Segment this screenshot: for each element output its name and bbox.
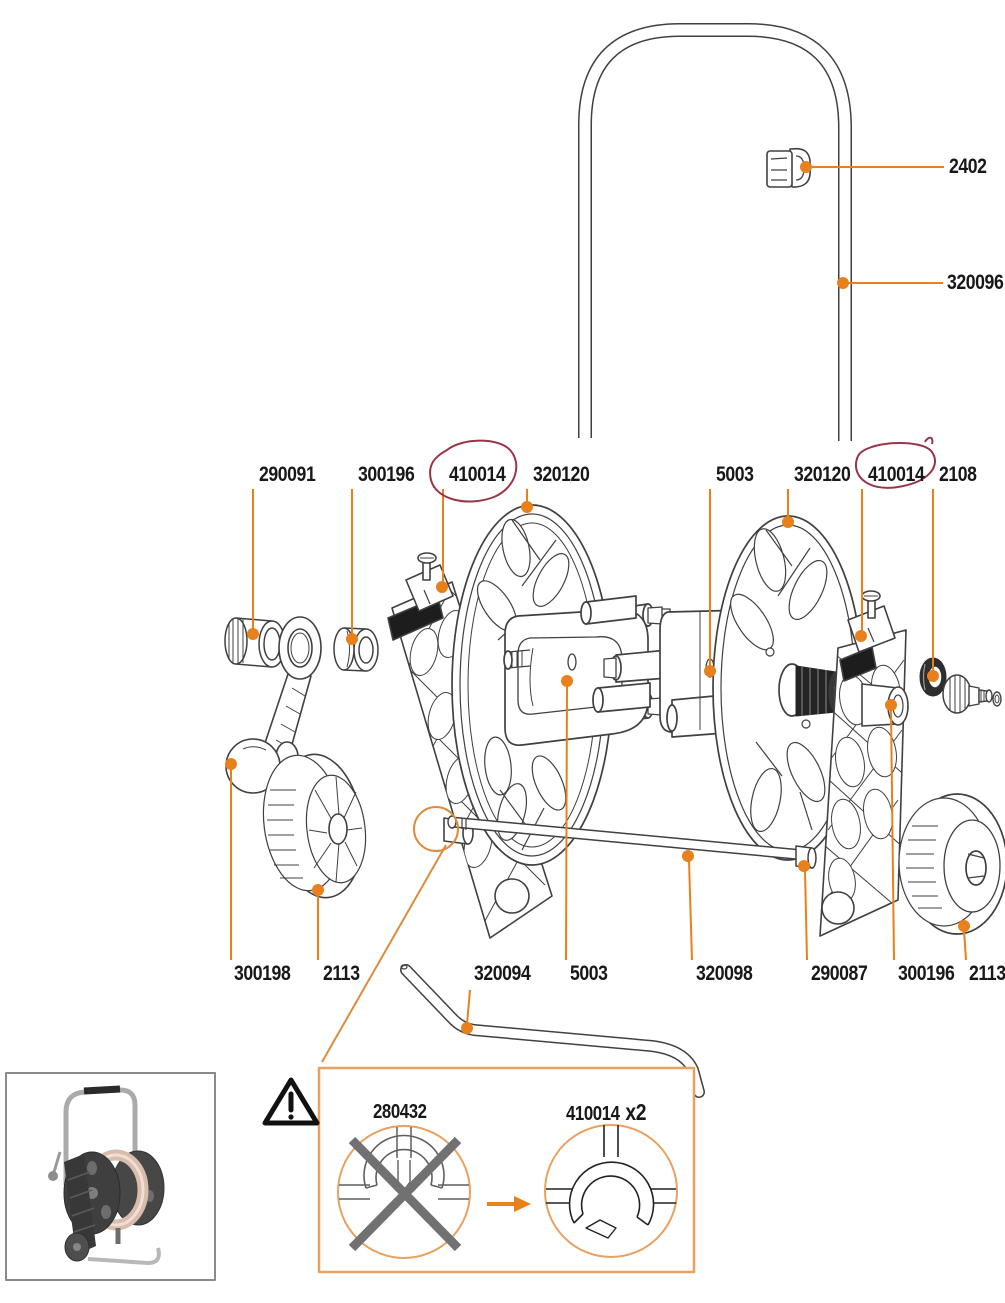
part-label-2113-left: 2113 bbox=[323, 962, 360, 985]
arrow-right-icon bbox=[487, 1196, 531, 1212]
crank-handle-300198 bbox=[225, 616, 322, 794]
callout-dots bbox=[225, 161, 970, 1034]
knurled-knob bbox=[942, 674, 972, 714]
part-label-2108: 2108 bbox=[939, 463, 977, 486]
clip-2402 bbox=[766, 147, 811, 188]
part-label-290091: 290091 bbox=[259, 463, 316, 486]
part-label-2402: 2402 bbox=[949, 155, 987, 178]
part-label-410014-right: 410014 bbox=[868, 463, 925, 486]
red-circle-left bbox=[429, 439, 518, 503]
part-label-2113-right: 2113 bbox=[969, 962, 1005, 985]
red-circle-right bbox=[855, 436, 937, 489]
cross-out-icon bbox=[348, 1136, 462, 1252]
product-inset bbox=[5, 1072, 216, 1281]
part-label-5003-top: 5003 bbox=[716, 463, 754, 486]
hose-adapter bbox=[968, 685, 1002, 707]
right-reel-disc-320120 bbox=[712, 515, 864, 861]
lower-handle-320094 bbox=[400, 964, 705, 1098]
part-label-300196-right: 300196 bbox=[898, 962, 955, 985]
drum-half-left-5003 bbox=[503, 595, 671, 747]
part-label-320096: 320096 bbox=[947, 271, 1004, 294]
part-label-410014-left: 410014 bbox=[449, 463, 506, 486]
product-photo-illustration bbox=[48, 1085, 165, 1265]
warning-triangle-icon bbox=[262, 1077, 320, 1126]
bushing-300196-left bbox=[333, 627, 379, 672]
detail-wrong-part-label: 280432 bbox=[373, 1101, 427, 1123]
part-label-5003-bottom: 5003 bbox=[570, 962, 608, 985]
right-wheel-2113 bbox=[898, 793, 1005, 935]
part-label-320094: 320094 bbox=[474, 962, 531, 985]
wrong-assembly-circle bbox=[337, 1125, 471, 1259]
hand-drawn-circles bbox=[429, 436, 937, 503]
correct-assembly-circle bbox=[544, 1124, 678, 1258]
part-label-320098: 320098 bbox=[696, 962, 753, 985]
quantity-badge: x2 bbox=[625, 1099, 647, 1125]
detail-box bbox=[317, 1066, 696, 1274]
leader-lines bbox=[230, 166, 967, 1025]
part-label-320120-right: 320120 bbox=[794, 463, 851, 486]
upper-handle-tube bbox=[578, 23, 852, 441]
axle-boss-highlight bbox=[321, 806, 459, 1063]
right-frame-panel bbox=[819, 590, 909, 937]
part-label-300198: 300198 bbox=[234, 962, 291, 985]
left-wheel-2113 bbox=[262, 753, 367, 899]
cap-290091 bbox=[224, 617, 286, 668]
part-label-290087: 290087 bbox=[811, 962, 868, 985]
part-label-300196-left: 300196 bbox=[358, 463, 415, 486]
part-label-320120-left: 320120 bbox=[533, 463, 590, 486]
